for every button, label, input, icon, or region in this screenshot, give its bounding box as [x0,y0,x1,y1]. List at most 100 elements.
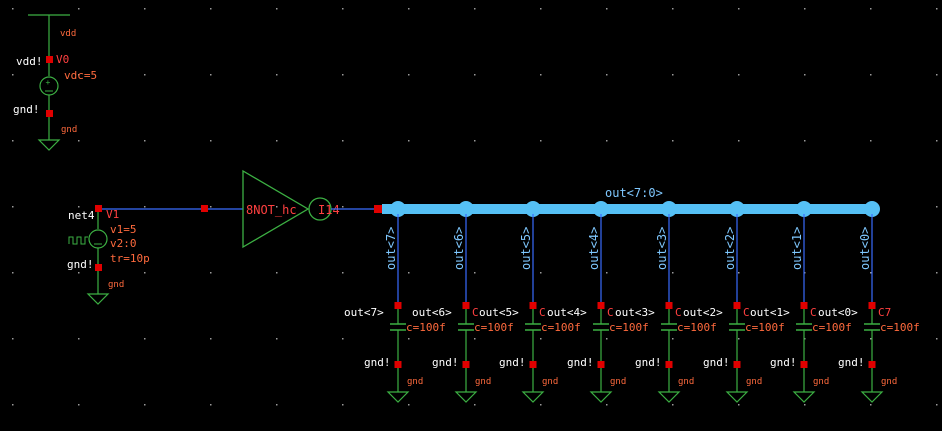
grid-dot [474,74,476,76]
grid-dot [78,404,80,406]
cap-top-pin[interactable] [868,302,876,309]
grid-dot [474,272,476,274]
bus-tap-dot[interactable] [525,201,541,217]
inverter-triangle [242,169,310,249]
cap-net-label: out<1> [750,306,790,319]
bus-tap-dot[interactable] [864,201,880,217]
svg-text:+: + [46,78,51,87]
gnd-symbol [792,391,816,403]
gnd-symbol-label: gnd [881,377,897,387]
pulse-v1-label: v1=5 [110,223,137,236]
cap-bottom-pin[interactable] [597,361,605,368]
grid-dot [936,74,938,76]
grid-dot [540,404,542,406]
cap-top-pin[interactable] [394,302,402,309]
cap-bottom-pin[interactable] [800,361,808,368]
grid-dot [408,140,410,142]
grid-dot [870,338,872,340]
inverter-instance-label: I14 [318,203,340,217]
grid-dot [672,8,674,10]
bus-tap-label: out<2> [723,227,737,270]
cap-bottom-pin[interactable] [394,361,402,368]
grid-dot [78,206,80,208]
output-bus[interactable] [382,204,873,214]
grid-dot [936,206,938,208]
inverter-i14[interactable]: 8NOT_hc I14 [242,169,340,249]
inverter-output-pin[interactable] [374,205,382,213]
cap-bottom-pin[interactable] [462,361,470,368]
cap-top-pin[interactable] [529,302,537,309]
cap-top-pin[interactable] [597,302,605,309]
cap-value-label: c=100f [745,321,785,334]
cap-gnd-net-label: gnd! [703,356,730,369]
cap-bottom-pin[interactable] [665,361,673,368]
grid-dot [672,272,674,274]
grid-dot [738,404,740,406]
grid-dot [804,404,806,406]
cap-top-pin[interactable] [665,302,673,309]
pulse-source-v1[interactable]: gnd net4 V1 v1=5 v2:0 tr=10p gnd! [67,205,150,305]
grid-dot [474,140,476,142]
cap-net-label: out<0> [818,306,858,319]
cap-instance-label: C [607,306,614,319]
bus-tap-dot[interactable] [458,201,474,217]
pulse-instance-label: V1 [106,208,119,221]
grid-dot [870,74,872,76]
cap-gnd-net-label: gnd! [635,356,662,369]
grid-dot [342,404,344,406]
grid-dot [672,140,674,142]
cap-net-label: out<7> [344,306,384,319]
grid-dot [408,8,410,10]
grid-dot [474,338,476,340]
cap-bottom-pin[interactable] [868,361,876,368]
vdd-pin[interactable] [46,56,53,63]
inverter-input-pin[interactable] [201,205,208,212]
bus-tap-dot[interactable] [593,201,609,217]
grid-dot [936,8,938,10]
cap-top-pin[interactable] [800,302,808,309]
pulse-bottom-pin[interactable] [95,264,102,271]
gnd-pin[interactable] [46,110,53,117]
gnd-symbol [386,391,410,403]
bus-tap-label: out<1> [790,227,804,270]
grid-dot [804,8,806,10]
cap-top-pin[interactable] [462,302,470,309]
cap-bottom-pin[interactable] [733,361,741,368]
gnd-symbol-label: gnd [108,280,124,290]
bus-tap-dot[interactable] [796,201,812,217]
cap-bottom-pin[interactable] [529,361,537,368]
grid-dot [408,404,410,406]
cap-instance-label: C [743,306,750,319]
grid-dot [210,404,212,406]
grid-dot [210,338,212,340]
bus-tap-dot[interactable] [390,201,406,217]
grid-dot [210,206,212,208]
pulse-top-pin[interactable] [95,205,102,212]
cap-top-pin[interactable] [733,302,741,309]
grid-dot [12,140,14,142]
bus-tap-dot[interactable] [729,201,745,217]
grid-dot [606,338,608,340]
gnd-symbol [37,139,61,151]
vdc-source-v0[interactable]: vdd + gnd vdd! V0 vdc=5 gnd! [13,14,97,151]
grid-dot [672,338,674,340]
grid-dot [276,206,278,208]
source-value-label: vdc=5 [64,69,97,82]
gnd-symbol [860,391,884,403]
cap-net-label: out<3> [615,306,655,319]
grid-dot [144,8,146,10]
vdd-net-label: vdd! [16,55,43,68]
grid-dot [936,140,938,142]
grid-dot [144,338,146,340]
gnd-symbol-label: gnd [746,377,762,387]
bus-tap-dot[interactable] [661,201,677,217]
